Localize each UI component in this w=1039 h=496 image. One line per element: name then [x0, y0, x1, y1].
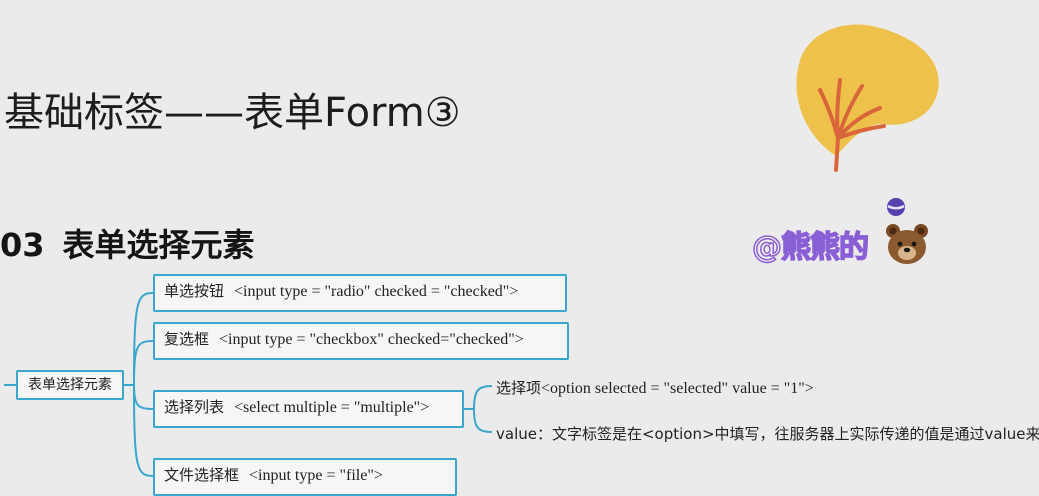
sub-item-label: 选择项	[496, 379, 542, 397]
mindmap-root-node: 表单选择元素	[16, 370, 124, 400]
branch-label: 复选框	[164, 330, 210, 348]
slide-title: 基础标签——表单Form③	[4, 90, 461, 136]
branch-checkbox: 复选框 <input type = "checkbox" checked="che…	[153, 322, 569, 360]
section-heading: 03 表单选择元素	[0, 220, 255, 266]
branch-label: 单选按钮	[164, 282, 225, 300]
branch-label: 选择列表	[164, 398, 225, 416]
branch-code: <input type = "file">	[249, 467, 383, 484]
sub-item-option: 选择项<option selected = "selected" value =…	[496, 377, 814, 398]
section-number: 03	[0, 226, 45, 264]
branch-label: 文件选择框	[164, 466, 240, 484]
sub-item-value: value：文字标签是在<option>中填写，往服务器上实际传递的值是通过va…	[496, 425, 1039, 443]
branch-radio: 单选按钮 <input type = "radio" checked = "che…	[153, 274, 567, 312]
planet-dot-icon	[887, 198, 905, 216]
branch-file: 文件选择框 <input type = "file">	[153, 458, 457, 496]
bear-face-icon	[886, 224, 928, 264]
branch-code: <select multiple = "multiple">	[234, 399, 430, 416]
branch-select: 选择列表 <select multiple = "multiple">	[153, 390, 464, 428]
sub-item-code: <option selected = "selected" value = "1…	[541, 380, 814, 397]
ginkgo-leaf-icon	[796, 24, 939, 172]
branch-code: <input type = "checkbox" checked="checke…	[219, 331, 524, 348]
watermark-text: @熊熊的	[751, 229, 870, 266]
section-title: 表单选择元素	[62, 226, 255, 264]
branch-code: <input type = "radio" checked = "checked…	[234, 283, 519, 300]
